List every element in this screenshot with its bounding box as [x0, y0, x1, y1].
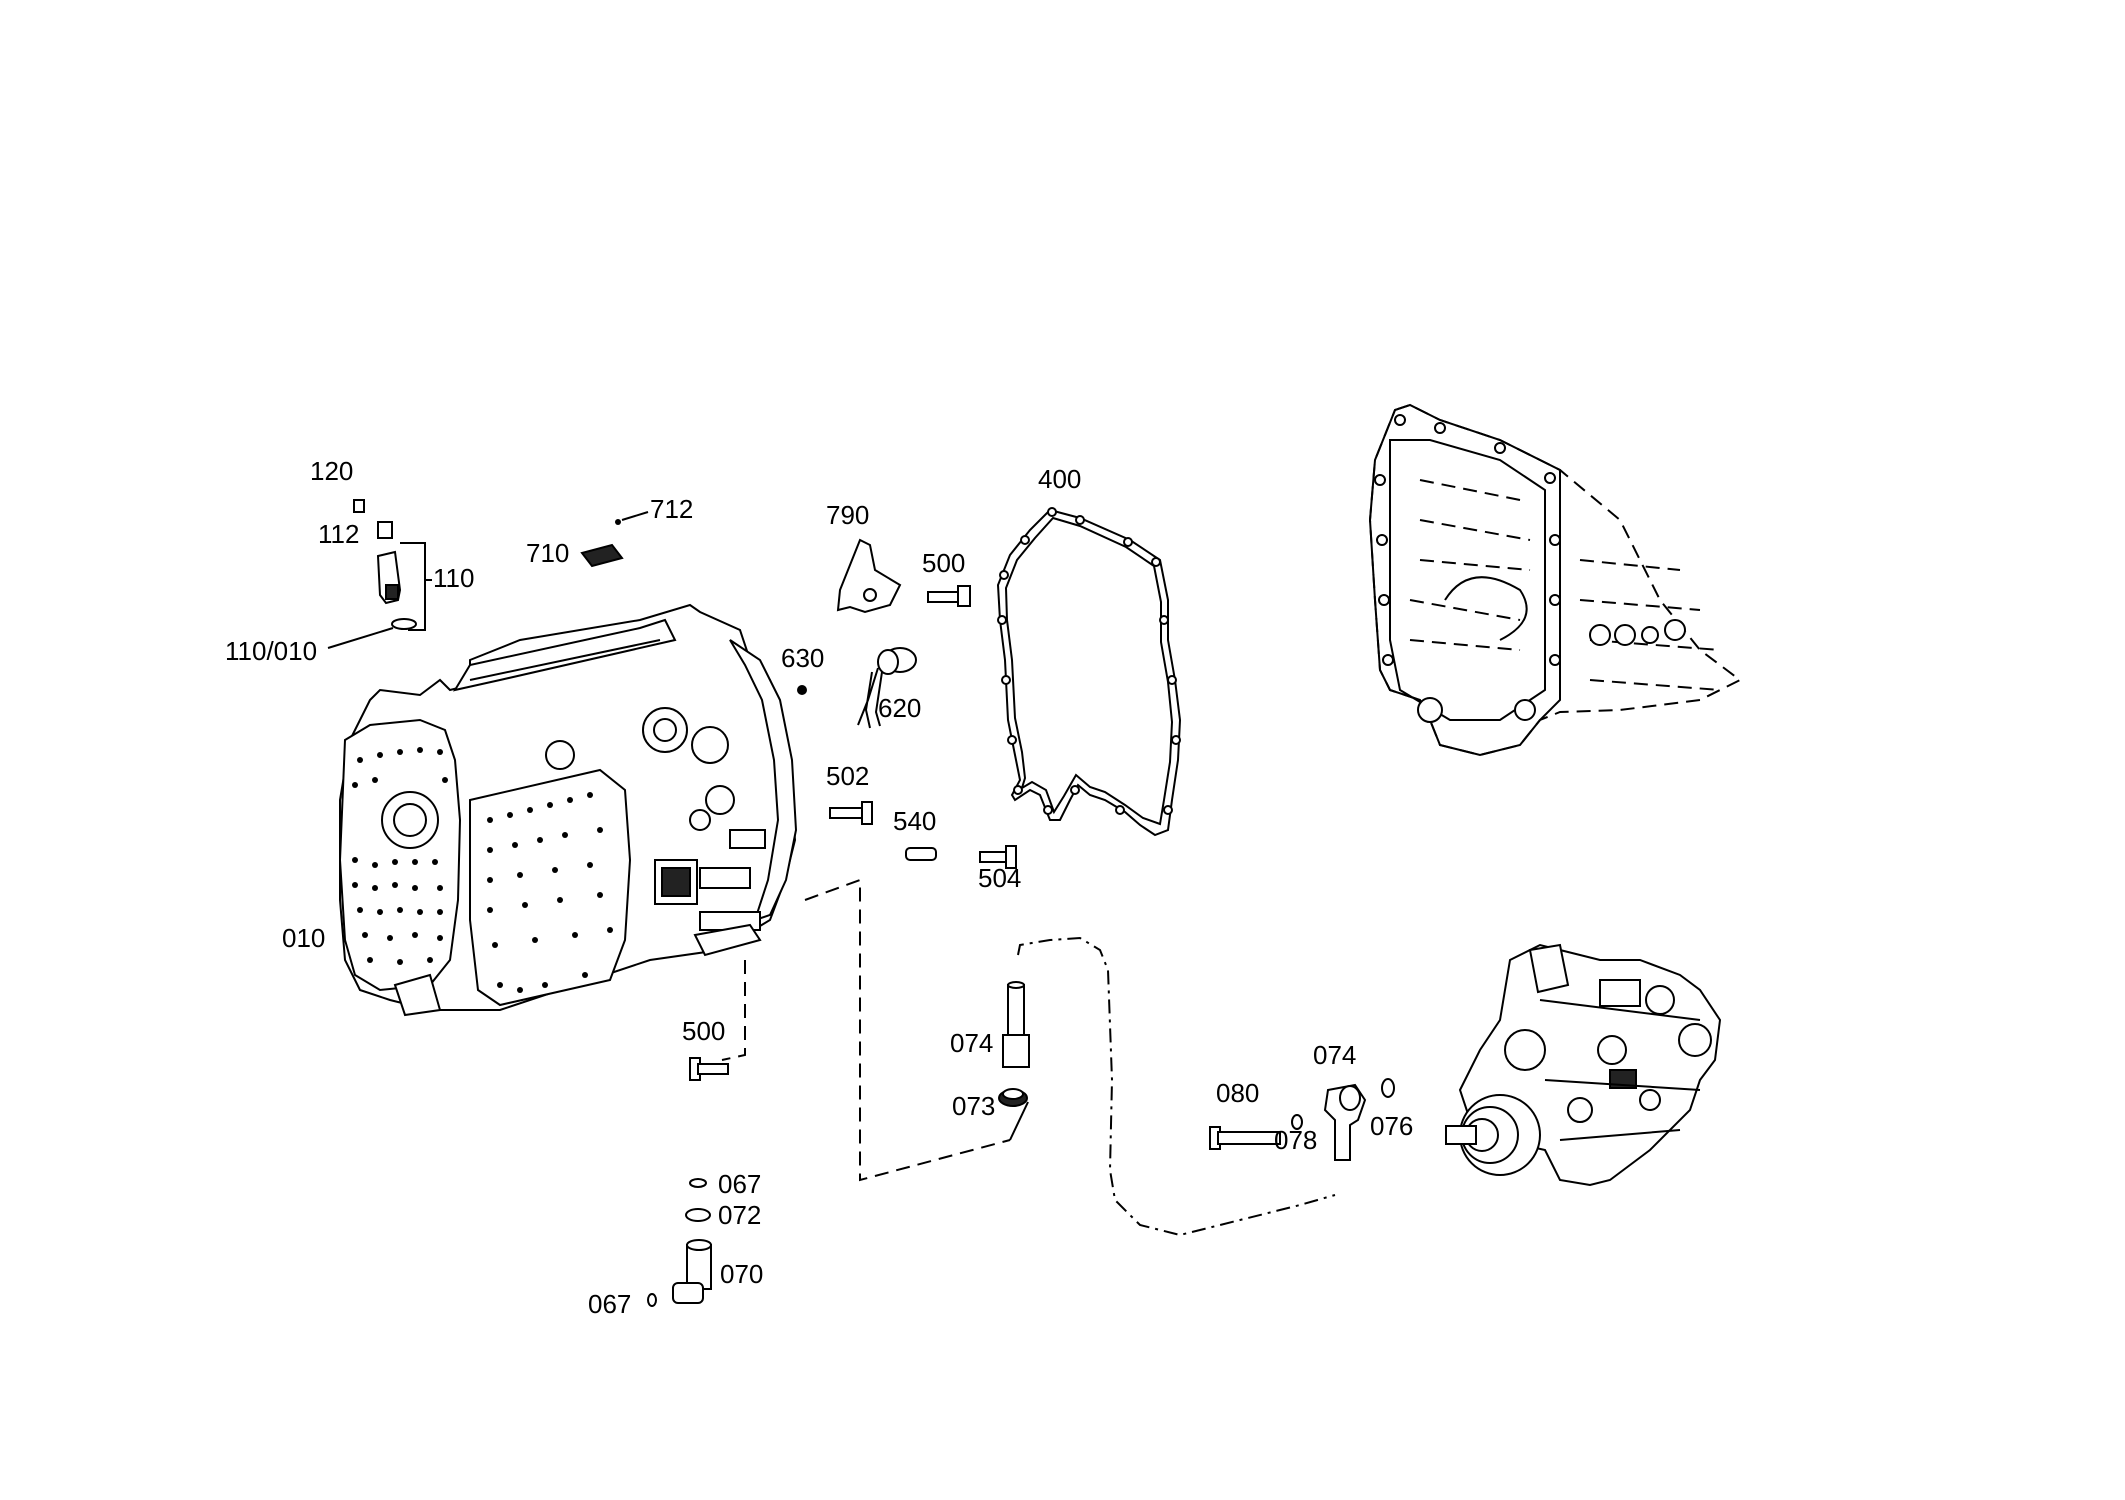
hydraulic-pump	[1445, 943, 1722, 1187]
label-067-bottom: 067	[588, 1289, 631, 1319]
label-070: 070	[720, 1259, 763, 1289]
banjo-fitting-074	[1323, 1083, 1367, 1161]
label-078: 078	[1274, 1125, 1317, 1155]
bolt-502	[829, 801, 873, 825]
label-112: 112	[318, 519, 359, 549]
part-labels: 120 112 110 110/010 710 712 790 500 400 …	[225, 456, 1413, 1319]
label-120: 120	[310, 456, 353, 486]
label-074-banjo: 074	[1313, 1040, 1356, 1070]
label-630: 630	[781, 643, 824, 673]
adjacent-housing	[1368, 403, 1742, 757]
nut-073	[998, 1088, 1029, 1141]
label-073: 073	[952, 1091, 995, 1121]
bolt-500-top	[927, 585, 971, 607]
dashed-leaders	[721, 878, 1336, 1237]
label-076: 076	[1370, 1111, 1413, 1141]
label-500-bottom: 500	[682, 1016, 725, 1046]
left-plate-holes	[352, 747, 448, 965]
label-110: 110	[433, 563, 474, 593]
washer-078	[1291, 1114, 1303, 1130]
sensor-620	[857, 647, 917, 729]
label-502: 502	[826, 761, 869, 791]
bracket-790	[836, 538, 902, 614]
adjacent-housing-bolts	[1374, 414, 1561, 666]
label-067-top: 067	[718, 1169, 761, 1199]
plug-630	[797, 685, 807, 695]
label-500-top: 500	[922, 548, 965, 578]
bolt-500-bottom	[689, 1057, 729, 1081]
label-074-tube: 074	[950, 1028, 993, 1058]
label-400: 400	[1038, 464, 1081, 494]
elbow-group-070	[647, 1178, 712, 1307]
transmission-housing-010	[338, 603, 798, 1017]
inner-plate-holes	[487, 792, 613, 993]
label-072: 072	[718, 1200, 761, 1230]
ring-076	[1381, 1078, 1395, 1098]
part-710-712	[580, 511, 649, 568]
label-710: 710	[526, 538, 569, 568]
sensor-group-110	[327, 499, 432, 649]
label-080: 080	[1216, 1078, 1259, 1108]
label-790: 790	[826, 500, 869, 530]
banjo-bolt-080	[1209, 1126, 1281, 1150]
label-540: 540	[893, 806, 936, 836]
bolt-504	[979, 845, 1017, 869]
pin-540	[905, 847, 937, 861]
label-010: 010	[282, 923, 325, 953]
label-712: 712	[650, 494, 693, 524]
label-110-010: 110/010	[225, 636, 317, 666]
gasket-holes	[997, 507, 1181, 815]
fitting-074	[1002, 981, 1030, 1068]
label-620: 620	[878, 693, 921, 723]
label-504: 504	[978, 863, 1021, 893]
gasket-400	[996, 507, 1182, 837]
